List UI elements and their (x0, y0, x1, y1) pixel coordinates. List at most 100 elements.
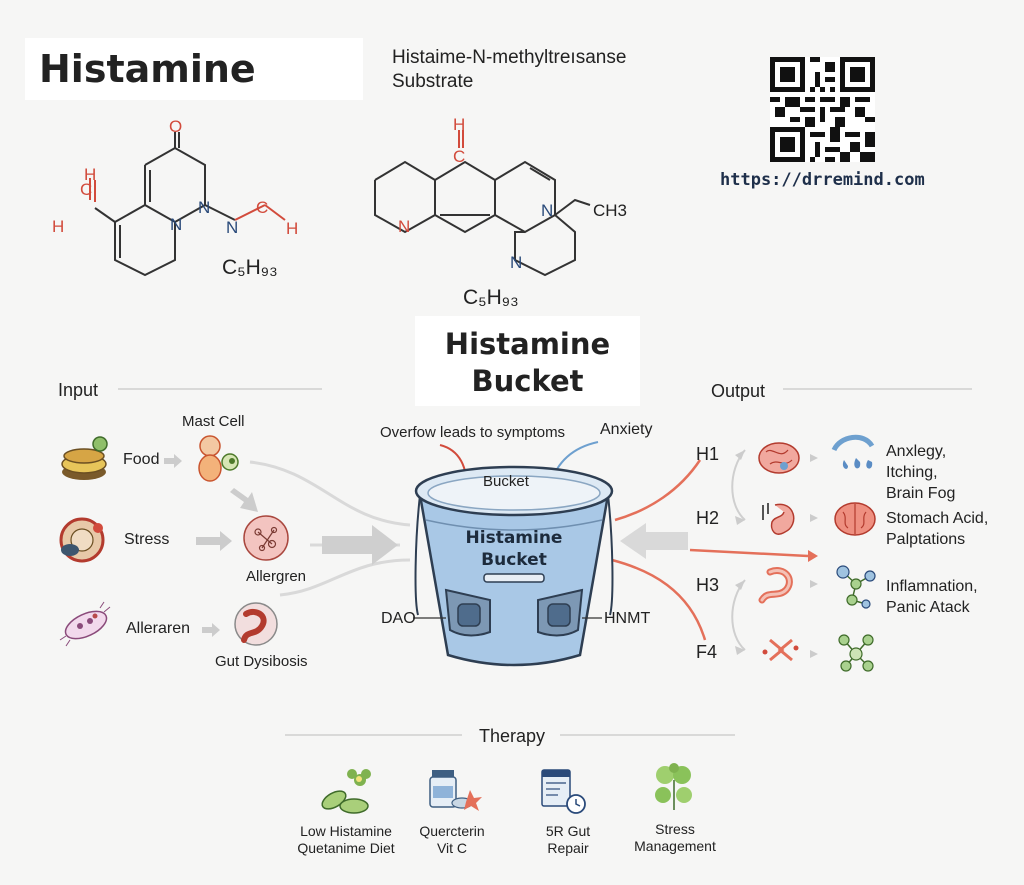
histamine-molecule-left: O H C H N N N C H (52, 117, 298, 277)
atom-o: O (169, 117, 182, 136)
formula-left: C₅H₉₃ (222, 256, 278, 279)
receptor-h2: H2 (696, 508, 720, 528)
molecule-network-icon (836, 565, 876, 609)
anxiety-note: Anxiety (600, 421, 653, 438)
clipboard-clock-icon (541, 769, 586, 814)
receptor-h3: H3 (696, 575, 720, 595)
arrow-head (808, 550, 818, 562)
bucket-title-line-1: Histamine (444, 327, 611, 361)
substrate-caption: Histaime-N-methyltreısanse Substrate (392, 46, 626, 94)
atom-h: H (52, 217, 64, 236)
symptom-line: Brain Fog (886, 485, 956, 502)
supplement-bottle-icon (429, 770, 482, 811)
atom-n: N (510, 253, 522, 272)
input-header: Input (58, 380, 99, 400)
therapy-item-stress-management: Stress Management (628, 821, 722, 855)
input-item-food: Food (123, 451, 160, 468)
arrow-icon (164, 454, 182, 468)
symptom-group-1: Anxlegy, Itching, Brain Fog (886, 441, 955, 504)
overflow-arrow (689, 548, 809, 558)
arrow-icon (735, 646, 745, 655)
atom-n: N (170, 215, 182, 234)
arrow-icon (735, 516, 745, 525)
symptom-line: Inflamnation, (886, 578, 978, 595)
substrate-line-1: Histaime-N-methyltreısanse (392, 47, 627, 68)
symptom-line: Stomach Acid, (886, 510, 989, 527)
input-item-stress: Stress (124, 531, 170, 548)
symptom-group-2: Stomach Acid, Palptations (886, 508, 988, 550)
atom-h: H (84, 165, 96, 184)
output-header: Output (711, 381, 766, 401)
leaf-icon (321, 769, 371, 814)
atom-h: H (286, 219, 298, 238)
overflow-note: Overfow leads to symptoms (380, 424, 566, 441)
substrate-molecule-right: H C N N N CH3 (374, 115, 627, 277)
atom-ch3: CH3 (593, 201, 627, 220)
flow-curve (279, 558, 411, 597)
therapy-line: Vit C (436, 840, 468, 856)
formula-right: C₅H₉₃ (463, 286, 519, 309)
gut-icon (234, 602, 278, 646)
stomach-icon (762, 503, 795, 535)
therapy-line: Repair (547, 840, 589, 856)
bucket-body-line-1: Histamine (465, 528, 563, 548)
therapy-item-gut-repair: 5R Gut Repair (533, 823, 603, 857)
atom-h: H (453, 115, 465, 134)
output-arrow (620, 523, 688, 559)
dao-label: DAO (381, 610, 416, 627)
substrate-line-2: Substrate (392, 71, 474, 92)
bracket-curve (731, 579, 746, 651)
qr-code (770, 57, 875, 162)
allergen-microbe-icon (59, 601, 111, 647)
symptom-line: Anxlegy, (886, 443, 947, 460)
bucket-title-line-2: Bucket (471, 364, 584, 398)
intestine-icon (758, 567, 793, 604)
atom-c: C (80, 180, 92, 199)
atom-c: C (256, 198, 268, 217)
gut-dysbiosis-label: Gut Dysibosis (215, 653, 308, 670)
symptom-line: Itching, (886, 464, 938, 481)
arrow-icon (810, 454, 818, 462)
allergren-label: Allergren (246, 568, 307, 585)
therapy-line: Stress (655, 821, 695, 837)
symptom-group-3: Inflamnation, Panic Atack (886, 576, 978, 618)
arrow-icon (202, 623, 220, 637)
brain-icon (758, 442, 800, 474)
therapy-header: Therapy (479, 726, 546, 746)
bucket-title: Histamine Bucket (415, 316, 640, 406)
mast-cell-icon (198, 435, 239, 482)
atom-n: N (398, 217, 410, 236)
plant-icon (655, 763, 692, 810)
arrow-icon (735, 450, 745, 460)
therapy-line: Low Histamine (300, 823, 392, 839)
arrow-icon (230, 488, 258, 512)
bucket-body-line-2: Bucket (481, 550, 547, 570)
hnmt-label: HNMT (604, 610, 651, 627)
bucket-body-label: Histamine Bucket (446, 527, 582, 571)
cell-network-icon (838, 634, 874, 672)
bucket-icon (414, 465, 614, 667)
symptom-line: Panic Atack (886, 599, 970, 616)
therapy-line: Quercterin (419, 823, 485, 839)
receptor-h1: H1 (696, 444, 720, 464)
overflow-arrow (614, 459, 702, 522)
atom-c: C (453, 147, 465, 166)
allergen-cell-icon (243, 515, 289, 561)
therapy-item-quercetin: Quercterin Vit C (412, 823, 492, 857)
arrow-icon (735, 580, 745, 590)
receptor-f4: F4 (696, 642, 718, 662)
symptom-line: Palptations (886, 531, 966, 548)
arrow-icon (810, 514, 818, 522)
bracket-curve (731, 449, 746, 521)
drops-icon (831, 434, 875, 469)
arrow-icon (196, 531, 232, 551)
input-item-alleraren: Alleraren (126, 620, 191, 637)
vessel-icon (762, 638, 799, 662)
main-title: Histamine (25, 38, 363, 100)
website-url[interactable]: https://drremind.com (720, 170, 925, 190)
flow-curve (249, 460, 411, 527)
brain-red-icon (834, 502, 876, 536)
therapy-line: Management (634, 838, 716, 854)
atom-n: N (226, 218, 238, 237)
